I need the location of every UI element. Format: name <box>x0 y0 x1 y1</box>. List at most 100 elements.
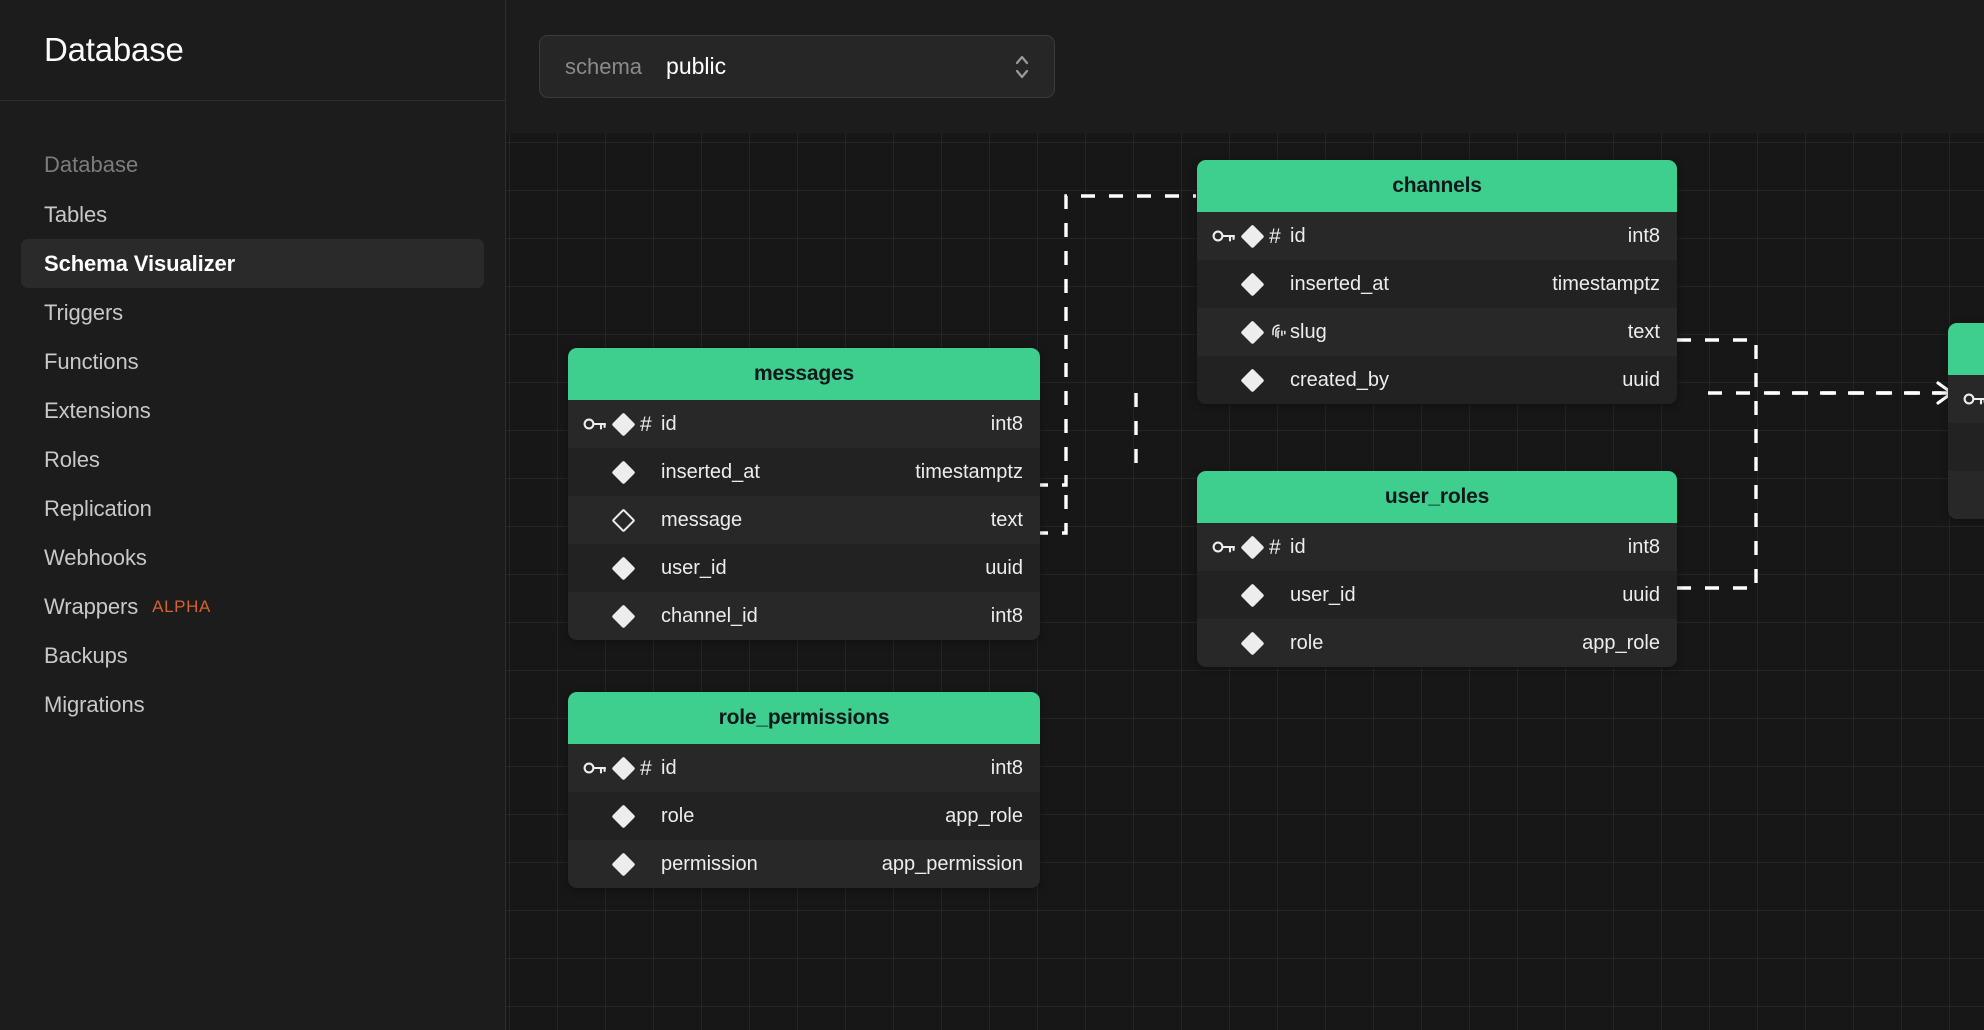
table-row[interactable]: role app_role <box>568 792 1040 840</box>
sidebar-item-label: Functions <box>44 348 139 374</box>
table-node-messages[interactable]: messages <box>568 348 1040 640</box>
column-name: role <box>1290 631 1324 654</box>
column-type: int8 <box>1627 224 1660 247</box>
sidebar-item-replication[interactable]: Replication <box>21 484 484 533</box>
relationship-edges <box>978 194 1956 590</box>
not-null-diamond-icon <box>1240 271 1265 297</box>
table-name: channels <box>1392 174 1482 197</box>
column-name: user_id <box>661 556 727 579</box>
primary-key-icon <box>1963 391 1984 407</box>
numeric-type-icon: # <box>1269 535 1281 559</box>
table-row[interactable]: user_id uuid <box>568 544 1040 592</box>
row-icon-group <box>1212 319 1290 345</box>
column-name: id <box>661 412 677 435</box>
numeric-type-icon: # <box>1269 224 1281 248</box>
schema-select[interactable]: schema public <box>539 35 1055 98</box>
table-row[interactable]: use <box>1948 423 1984 471</box>
column-type: uuid <box>985 556 1023 579</box>
table-row[interactable]: permission app_permission <box>568 840 1040 888</box>
table-node-header[interactable]: messages <box>568 348 1040 400</box>
table-node-channels[interactable]: channels <box>1197 160 1677 404</box>
table-row[interactable]: inserted_at timestamptz <box>568 448 1040 496</box>
table-node-header[interactable]: user_roles <box>1197 471 1677 523</box>
row-icon-group <box>583 507 661 533</box>
not-null-diamond-icon <box>1240 223 1265 249</box>
table-row[interactable]: channel_id int8 <box>568 592 1040 640</box>
table-row[interactable]: created_by uuid <box>1197 356 1677 404</box>
table-row[interactable]: slug text <box>1197 308 1677 356</box>
column-type: app_permission <box>881 852 1023 875</box>
nullable-diamond-icon <box>611 507 636 533</box>
table-node-user-roles[interactable]: user_roles <box>1197 471 1677 667</box>
sidebar-item-webhooks[interactable]: Webhooks <box>21 533 484 582</box>
not-null-diamond-icon <box>1240 534 1265 560</box>
table-node-header[interactable]: role_permissions <box>568 692 1040 744</box>
sidebar-item-extensions[interactable]: Extensions <box>21 386 484 435</box>
row-icon-group: # <box>583 755 661 781</box>
sidebar-item-tables[interactable]: Tables <box>21 190 484 239</box>
column-name: user_id <box>1290 583 1356 606</box>
sidebar-item-wrappers[interactable]: Wrappers ALPHA <box>21 582 484 631</box>
primary-key-icon <box>583 760 607 776</box>
table-node-partial[interactable]: id use <box>1948 323 1984 519</box>
table-row[interactable]: message text <box>568 496 1040 544</box>
table-row[interactable]: sta <box>1948 471 1984 519</box>
primary-key-icon <box>583 416 607 432</box>
sidebar-item-functions[interactable]: Functions <box>21 337 484 386</box>
sidebar-item-label: Webhooks <box>44 544 147 570</box>
table-node-role-permissions[interactable]: role_permissions <box>568 692 1040 888</box>
row-icon-group <box>1212 630 1290 656</box>
alpha-badge: ALPHA <box>152 596 211 616</box>
numeric-type-icon: # <box>640 412 652 436</box>
table-row[interactable]: # id int8 <box>568 744 1040 792</box>
column-name: id <box>1290 224 1306 247</box>
column-type: text <box>990 508 1023 531</box>
not-null-diamond-icon <box>1240 582 1265 608</box>
sidebar-item-label: Schema Visualizer <box>44 250 236 276</box>
table-row[interactable]: user_id uuid <box>1197 571 1677 619</box>
row-icon-group <box>1212 271 1290 297</box>
not-null-diamond-icon <box>611 411 636 437</box>
sidebar-item-roles[interactable]: Roles <box>21 435 484 484</box>
sidebar-item-schema-visualizer[interactable]: Schema Visualizer <box>21 239 484 288</box>
table-row[interactable]: id <box>1948 375 1984 423</box>
table-node-header[interactable] <box>1948 323 1984 375</box>
row-icon-group <box>583 555 661 581</box>
sidebar-item-migrations[interactable]: Migrations <box>21 680 484 729</box>
table-row[interactable]: # id int8 <box>1197 523 1677 571</box>
table-name: role_permissions <box>718 706 890 729</box>
sidebar-item-label: Extensions <box>44 397 151 423</box>
column-name: permission <box>661 852 758 875</box>
row-icon-group <box>1963 487 1984 504</box>
column-name: created_by <box>1290 368 1389 391</box>
row-icon-group <box>583 851 661 877</box>
sidebar-item-backups[interactable]: Backups <box>21 631 484 680</box>
schema-select-label: schema <box>565 53 643 79</box>
sidebar-item-label: Tables <box>44 201 107 227</box>
table-row[interactable]: role app_role <box>1197 619 1677 667</box>
column-name: id <box>1290 535 1306 558</box>
column-type: int8 <box>1627 535 1660 558</box>
not-null-diamond-icon <box>611 459 636 485</box>
column-type: timestamptz <box>915 460 1023 483</box>
column-name: message <box>661 508 743 531</box>
numeric-type-icon: # <box>640 756 652 780</box>
column-type: app_role <box>945 804 1023 827</box>
sidebar-item-label: Migrations <box>44 691 145 717</box>
column-type: app_role <box>1582 631 1660 654</box>
table-row[interactable]: inserted_at timestamptz <box>1197 260 1677 308</box>
row-icon-group: # <box>1212 223 1290 249</box>
schema-grid-canvas[interactable]: channels <box>506 133 1984 1030</box>
row-icon-group <box>583 603 661 629</box>
schema-canvas-area: schema public <box>506 0 1984 1030</box>
table-name: user_roles <box>1384 485 1490 508</box>
column-name: id <box>661 756 677 779</box>
table-node-header[interactable]: channels <box>1197 160 1677 212</box>
sidebar-item-label: Replication <box>44 495 152 521</box>
sidebar-item-triggers[interactable]: Triggers <box>21 288 484 337</box>
table-row[interactable]: # id int8 <box>1197 212 1677 260</box>
column-name: slug <box>1290 320 1327 343</box>
table-row[interactable]: # id int8 <box>568 400 1040 448</box>
table-name: messages <box>754 362 854 385</box>
